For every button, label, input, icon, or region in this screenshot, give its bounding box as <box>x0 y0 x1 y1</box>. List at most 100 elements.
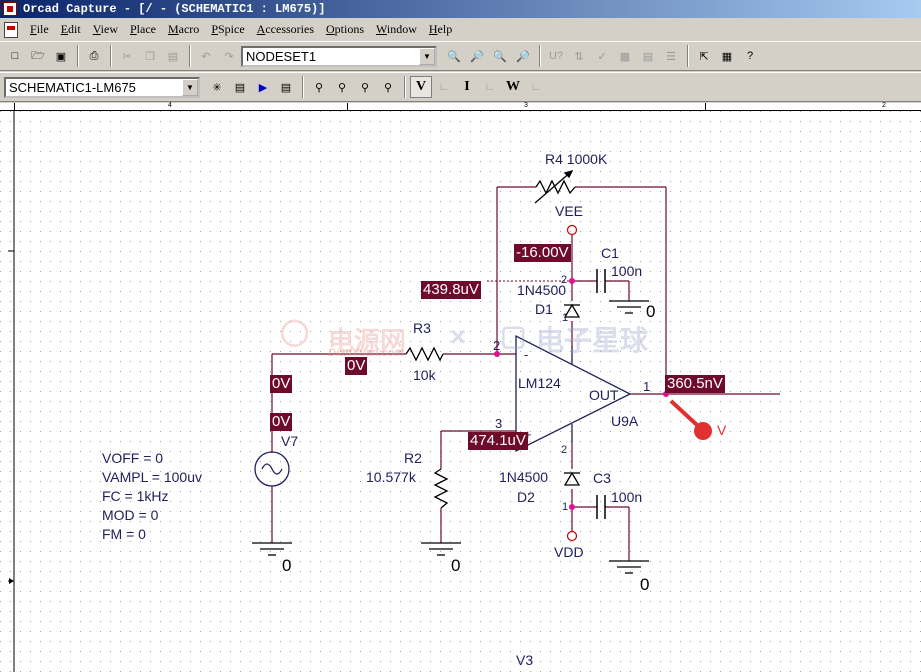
d2-pin-label: 1 <box>562 501 569 513</box>
power-marker-icon[interactable]: ⚲ <box>383 81 393 94</box>
zoom-all-icon[interactable]: 🔎 <box>516 50 530 63</box>
enable-voltage-bias-button[interactable]: V <box>410 76 432 98</box>
save-icon[interactable]: ▣ <box>55 50 67 63</box>
cross-reference-icon[interactable]: ▤ <box>642 50 654 63</box>
watermark-text: 电源网 <box>328 326 407 356</box>
project-manager-icon[interactable]: ▦ <box>721 50 733 63</box>
menu-place[interactable]: Place <box>129 22 156 36</box>
bias-voltage-vee[interactable]: -16.00V <box>514 244 571 262</box>
toolbar-separator <box>539 45 541 67</box>
orcad-app-icon <box>3 2 17 16</box>
drc-icon[interactable]: ✓ <box>597 50 607 63</box>
v7-param: MOD = 0 <box>102 507 159 523</box>
menu-window[interactable]: Window <box>376 22 417 36</box>
r4-wiper-arrow <box>534 170 573 204</box>
schematic-canvas[interactable]: ◯ 电源网 DianYuan.com × ▢ 电子星球 R4 1000K VEE… <box>0 111 921 672</box>
voltage-differential-marker-icon[interactable]: ⚲ <box>337 81 347 94</box>
nodeset-combobox[interactable]: NODESET1 ▼ <box>241 45 437 67</box>
bias-voltage-output[interactable]: 360.5nV <box>665 375 725 393</box>
lm124-opamp[interactable] <box>515 334 632 453</box>
zoom-in-icon[interactable]: 🔍 <box>447 50 461 63</box>
ground-symbol <box>609 560 649 574</box>
r2-resistor[interactable] <box>433 468 449 509</box>
back-annotate-icon[interactable]: ⇅ <box>574 50 584 63</box>
zoom-area-icon[interactable]: 🔍 <box>493 50 507 63</box>
undo-icon[interactable]: ↶ <box>201 50 211 63</box>
open-folder-icon[interactable]: 🗁 <box>31 49 45 62</box>
r4-label[interactable]: R4 1000K <box>545 151 608 167</box>
vdd-pin[interactable] <box>566 530 578 542</box>
enable-current-bias-button[interactable]: I <box>464 79 470 94</box>
menu-macro[interactable]: Macro <box>167 22 200 36</box>
view-simulation-results-icon[interactable]: ▤ <box>280 81 292 94</box>
menu-pspice[interactable]: PSpice <box>211 22 245 36</box>
print-icon[interactable]: ⎙ <box>89 49 99 62</box>
v7-param: VOFF = 0 <box>102 450 164 466</box>
redo-icon[interactable]: ↷ <box>224 50 234 63</box>
cut-icon[interactable]: ✂ <box>122 50 132 63</box>
voltage-probe-marker[interactable] <box>669 399 712 440</box>
r4-resistor[interactable] <box>535 179 576 195</box>
bias-voltage-noninverting[interactable]: 474.1uV <box>468 432 528 450</box>
window-title: Orcad Capture - [/ - (SCHEMATIC1 : LM675… <box>23 2 326 16</box>
menu-help[interactable]: Help <box>428 22 453 36</box>
voltage-marker-icon[interactable]: ⚲ <box>314 81 324 94</box>
menu-file[interactable]: File <box>30 22 49 36</box>
new-file-icon[interactable]: □ <box>11 50 19 62</box>
probe-label: V <box>717 422 727 438</box>
bias-voltage-source-top[interactable]: 0V <box>270 375 293 393</box>
bill-of-materials-icon[interactable]: ☰ <box>666 50 676 63</box>
bias-voltage-source-mid[interactable]: 0V <box>270 413 293 431</box>
enable-power-bias-button[interactable]: W <box>506 79 520 94</box>
r3-resistor[interactable] <box>405 346 444 362</box>
chevron-down-icon[interactable]: ▼ <box>419 47 435 65</box>
paste-icon[interactable]: ▤ <box>167 50 179 63</box>
help-icon[interactable]: ? <box>746 50 754 62</box>
bias-voltage-r3-node[interactable]: 0V <box>345 357 368 375</box>
edit-simulation-profile-icon[interactable]: ▤ <box>234 81 246 94</box>
d1-part: 1N4500 <box>517 282 567 298</box>
power-bias-marker-icon[interactable]: ∟ <box>530 81 542 93</box>
voltage-bias-marker-icon[interactable]: ∟ <box>438 81 450 93</box>
annotate-icon[interactable]: U? <box>548 50 564 62</box>
bias-voltage-inverting[interactable]: 439.8uV <box>421 281 481 299</box>
c1-ref: C1 <box>601 245 619 261</box>
menu-view[interactable]: View <box>92 22 118 36</box>
new-simulation-profile-icon[interactable]: ✳ <box>212 81 222 94</box>
vee-pin[interactable] <box>566 224 578 236</box>
r3-ref: R3 <box>413 320 431 336</box>
junction-dot <box>569 504 575 510</box>
r3-value: 10k <box>413 367 436 383</box>
top-ruler: 4 3 2 <box>0 102 921 111</box>
current-bias-marker-icon[interactable]: ∟ <box>484 81 496 93</box>
menu-accessories[interactable]: Accessories <box>256 22 314 36</box>
d1-diode[interactable] <box>563 303 581 318</box>
current-marker-icon[interactable]: ⚲ <box>360 81 370 94</box>
schematic-combobox[interactable]: SCHEMATIC1-LM675 ▼ <box>4 76 200 98</box>
netlist-icon[interactable]: ▩ <box>619 50 631 63</box>
c3-capacitor[interactable] <box>596 495 606 519</box>
v7-param: FC = 1kHz <box>102 488 169 504</box>
watermark-divider: × <box>450 321 467 352</box>
zoom-out-icon[interactable]: 🔎 <box>470 50 484 63</box>
ruler-label: 4 <box>168 102 172 109</box>
snap-to-grid-icon[interactable]: ⇱ <box>699 50 709 63</box>
toolbar-separator <box>77 45 79 67</box>
c1-capacitor[interactable] <box>596 269 606 293</box>
copy-icon[interactable]: ❐ <box>145 50 155 63</box>
run-icon[interactable]: ▶ <box>258 81 268 94</box>
schematic-drawing <box>0 111 921 672</box>
chevron-down-icon[interactable]: ▼ <box>182 78 198 96</box>
d2-diode[interactable] <box>563 471 581 486</box>
menu-options[interactable]: Options <box>326 22 365 36</box>
menu-edit[interactable]: Edit <box>60 22 81 36</box>
v7-voltage-source[interactable] <box>254 451 290 487</box>
opamp-pin3: 3 <box>495 416 503 431</box>
v7-ref: V7 <box>281 433 299 449</box>
ground-symbol <box>609 300 649 314</box>
toolbar-separator <box>302 76 304 98</box>
pspice-toolbar: SCHEMATIC1-LM675 ▼ ✳ ▤ ▶ ▤ ⚲ ⚲ ⚲ ⚲ V ∟ I… <box>0 72 921 102</box>
document-icon[interactable] <box>4 21 18 38</box>
c3-ref: C3 <box>593 470 611 486</box>
opamp-ref: U9A <box>611 413 639 429</box>
